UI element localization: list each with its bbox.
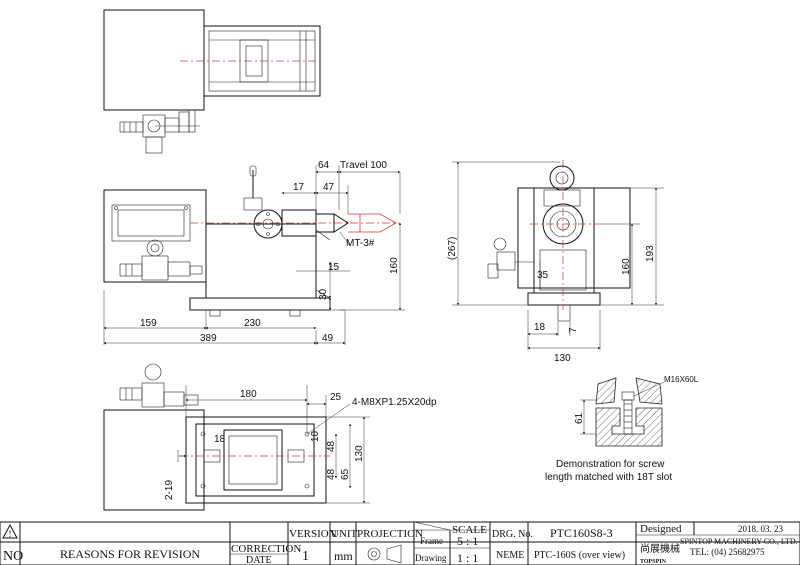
title-block: ! NO REASONS FOR REVISION CORRECTION DAT… [0,521,800,565]
detail-view: M16X60L 61 Demonstration for screw lengt… [545,375,699,483]
projection-header: PROJECTION [357,528,423,540]
drawing-value: 1 : 1 [457,551,478,565]
hole-label: 4-M8XP1.25X20dp [352,397,437,408]
drg-no-value: PTC160S8-3 [550,526,613,540]
dim-160-side: 160 [389,257,400,274]
designed-label: Designed [640,523,682,535]
top-view [103,9,321,154]
dim-389: 389 [200,333,217,344]
drg-no-label: DRG. No. [492,529,533,540]
date-label: DATE [246,555,272,565]
frame-value: 5 : 1 [457,534,478,548]
revision-triangle-icon: ! [2,523,18,539]
dim-7: 7 [568,327,579,333]
no-label: NO [3,549,23,564]
dim-25: 25 [330,392,342,403]
version-value: 1 [302,549,309,564]
dim-267: (267) [447,237,458,260]
dim-35: 35 [537,270,549,281]
side-view: 64 Travel 100 17 47 MT-3# 15 30 160 159 … [103,160,405,345]
company-name: SPINTOP MACHINERY CO., LTD. [680,537,798,546]
taper-label: MT-3# [346,238,375,249]
dim-193: 193 [645,245,656,262]
version-header: VERSION [289,528,337,540]
company-cn: 尚展機械 [640,542,680,555]
drawing-label: Drawing [415,553,447,563]
detail-caption-2: length matched with 18T slot [545,472,672,483]
reasons-label: REASONS FOR REVISION [60,547,200,561]
scale-header: SCALE [452,524,487,536]
dim-159: 159 [140,318,157,329]
correction-label: CORRECTION [231,543,301,555]
end-view: (267) 160 193 35 18 7 130 [447,160,664,364]
dim-48-b: 48 [326,468,337,480]
dim-18-end: 18 [534,322,546,333]
dim-64: 64 [318,160,330,171]
brand-logo: TOPSPIN [640,559,667,565]
dim-15: 15 [328,262,340,273]
unit-value: mm [334,549,353,563]
screw-label: M16X60L [664,375,699,384]
dim-10: 10 [310,430,321,442]
dim-61: 61 [574,412,585,424]
dim-30: 30 [318,288,329,300]
dim-47: 47 [323,182,335,193]
dim-2-19: 2-19 [164,480,175,500]
dim-180: 180 [240,389,257,400]
unit-header: UNIT [331,528,358,540]
dim-travel: Travel 100 [340,160,387,171]
dim-48-a: 48 [326,440,337,452]
name-value: PTC-160S (over view) [534,550,625,561]
projection-symbol-icon [367,544,402,564]
dim-18-plan: 18 [214,434,226,445]
dim-49: 49 [322,333,334,344]
svg-text:!: ! [9,529,12,539]
dim-17: 17 [293,182,305,193]
company-tel: TEL: (04) 25682975 [690,547,765,557]
dim-130-plan: 130 [354,445,365,462]
date-value: 2018. 03. 23 [738,524,784,534]
dim-230: 230 [244,318,261,329]
name-label: NEME [496,550,524,561]
dim-160-end: 160 [621,258,632,275]
detail-caption-1: Demonstration for screw [556,459,665,470]
frame-label: Frame [420,536,443,546]
dim-130-end: 130 [554,353,571,364]
dim-65: 65 [340,468,351,480]
plan-view: 180 25 4-M8XP1.25X20dp 18 10 48 48 65 13… [103,363,437,511]
